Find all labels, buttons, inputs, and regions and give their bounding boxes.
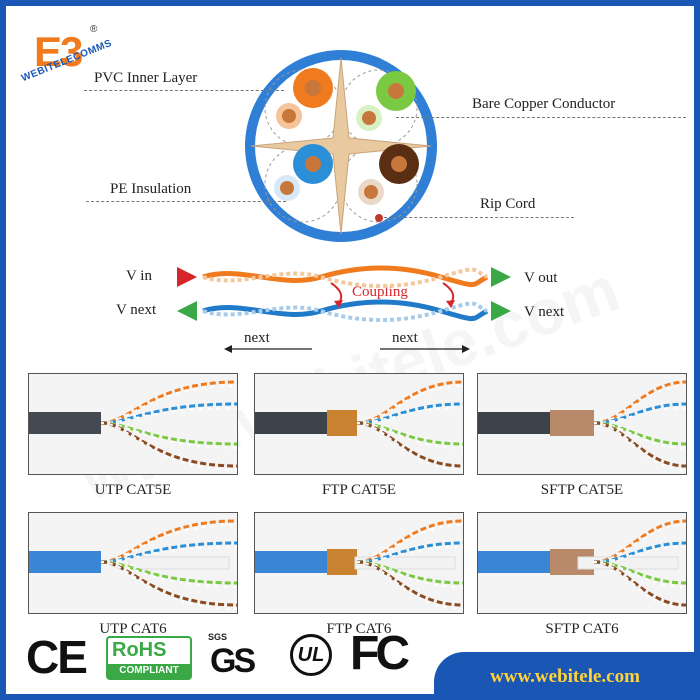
cable-caption: FTP CAT6 <box>326 621 392 637</box>
twisted-wire <box>356 380 463 425</box>
next-arrow-right <box>380 345 470 353</box>
twisted-wire <box>593 380 686 425</box>
footer-banner: www.webitele.com <box>434 652 694 694</box>
rohs-compliant-label: COMPLIANT <box>108 664 190 678</box>
leader-pvc <box>84 90 284 91</box>
cable-jacket <box>29 551 101 573</box>
cable-jacket <box>478 551 550 573</box>
rip-cord <box>375 214 383 222</box>
v-out-arrow <box>491 267 511 287</box>
cable-photo <box>477 373 687 475</box>
label-pe-insulation: PE Insulation <box>110 181 192 197</box>
label-v-next-right: V next <box>524 304 565 320</box>
twisted-wire <box>593 519 686 564</box>
logo-mark: E3 <box>34 28 83 75</box>
twisted-wire <box>100 380 237 425</box>
gs-label: GS <box>210 642 256 680</box>
leader-copper <box>396 117 686 118</box>
cross-filler <box>577 556 679 570</box>
twisted-wire <box>356 519 463 564</box>
v-next-left-arrow <box>177 301 197 321</box>
cable-jacket <box>255 412 327 434</box>
twisted-wire <box>593 541 686 564</box>
label-next-left: next <box>244 330 270 346</box>
twisted-wire <box>356 421 463 446</box>
label-v-out: V out <box>524 270 558 286</box>
twisted-pair-bottom <box>202 299 489 322</box>
cable-photo <box>28 373 238 475</box>
sgs-gs-mark: SGS GS <box>204 632 266 684</box>
cross-filler <box>128 556 230 570</box>
cable-jacket <box>29 412 101 434</box>
braid-shield <box>550 410 594 436</box>
leader-rip-cord <box>384 217 574 218</box>
registered-mark: ® <box>90 24 98 35</box>
cable-photo <box>28 512 238 614</box>
ce-mark: CE <box>26 631 88 683</box>
next-arrow-left <box>224 345 312 353</box>
cable-photo <box>254 373 464 475</box>
footer-url-link[interactable]: www.webitele.com <box>490 666 640 687</box>
ul-mark: UL <box>290 634 332 676</box>
fcc-mark: FC <box>350 627 410 680</box>
label-bare-copper-conductor: Bare Copper Conductor <box>472 96 616 112</box>
leader-pe <box>86 201 286 202</box>
cable-jacket <box>255 551 327 573</box>
sgs-label: SGS <box>208 632 228 642</box>
label-rip-cord: Rip Cord <box>480 196 536 212</box>
twisted-pair-top <box>202 265 489 288</box>
foil-shield <box>327 410 357 436</box>
rohs-badge: RoHS COMPLIANT <box>106 636 192 680</box>
twisted-wire <box>593 402 686 425</box>
cable-caption: SFTP CAT5E <box>540 482 624 498</box>
cable-cross-section <box>245 50 437 242</box>
coupling-arrow-right <box>442 282 455 304</box>
label-v-in: V in <box>126 268 152 284</box>
cable-caption: UTP CAT6 <box>99 621 167 637</box>
cable-photo <box>254 512 464 614</box>
cross-separator <box>250 57 432 235</box>
cable-caption: SFTP CAT6 <box>545 621 619 637</box>
foil-shield <box>327 549 357 575</box>
cable-jacket <box>478 412 550 434</box>
label-pvc-inner-layer: PVC Inner Layer <box>94 70 198 86</box>
cable-photo <box>477 512 687 614</box>
cable-caption: UTP CAT5E <box>94 482 172 498</box>
rohs-label: RoHS <box>112 639 167 661</box>
cable-caption: FTP CAT5E <box>321 482 397 498</box>
label-next-right: next <box>392 330 418 346</box>
v-in-arrow <box>177 267 197 287</box>
coupling-arrow-left <box>330 282 343 304</box>
label-coupling: Coupling <box>352 284 408 300</box>
brand-logo: E3 ® WEBITELECOMMS <box>20 24 144 104</box>
label-v-next-left: V next <box>116 302 157 318</box>
v-next-right-arrow <box>491 301 511 321</box>
twisted-wire <box>100 519 237 564</box>
coupling-diagram <box>177 265 511 322</box>
ul-label: UL <box>297 644 325 666</box>
